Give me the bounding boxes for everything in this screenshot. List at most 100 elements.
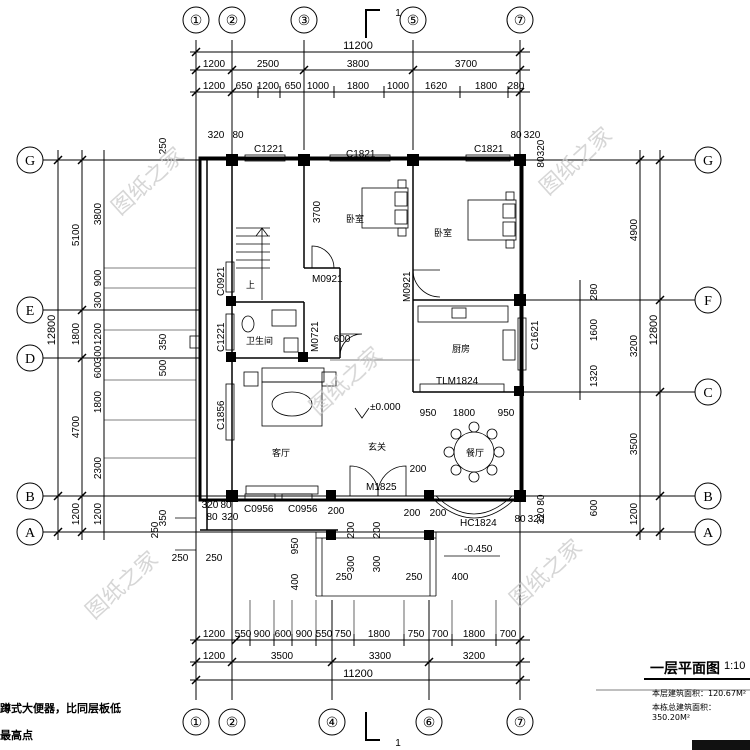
axis-bottom-2: ②: [226, 716, 239, 731]
dim-left-r3: 300: [93, 291, 104, 308]
window-label: C1821: [346, 149, 376, 160]
dim-misc: 320: [202, 500, 219, 511]
dim-right-r3: 1600: [589, 318, 600, 341]
dim-misc: 320: [222, 512, 239, 523]
dim-right-r2: 4900: [629, 218, 640, 241]
dim-left-r3: 1200: [93, 322, 104, 345]
dim-corner: 320: [524, 130, 541, 141]
dim-misc: 80: [220, 500, 232, 511]
dim-bottom-r1: 550: [316, 629, 333, 640]
dim-left-extra: 250: [158, 137, 169, 154]
dim-left-r3: 900: [93, 269, 104, 286]
dim-misc: 1800: [453, 408, 476, 419]
dim-bottom-r1: 1800: [463, 629, 486, 640]
dim-misc: 80: [514, 514, 526, 525]
dim-right-r3: 280: [589, 283, 600, 300]
dim-top-r3: 1200: [257, 81, 280, 92]
dim-misc: 200: [404, 508, 421, 519]
dim-right-extra: 320: [536, 507, 547, 524]
level-outside: -0.450: [464, 544, 493, 555]
dim-bottom-r1: 750: [408, 629, 425, 640]
dim-misc: 200: [410, 464, 427, 475]
dim-bottom-r1: 1800: [368, 629, 391, 640]
door-label: M0921: [312, 274, 343, 285]
dim-bottom-r1: 900: [254, 629, 271, 640]
dim-left-r2: 1800: [71, 322, 82, 345]
dim-misc: 950: [498, 408, 515, 419]
dim-right-r2: 3500: [629, 432, 640, 455]
axis-right-g: G: [703, 154, 713, 169]
dim-bottom-r2: 3300: [369, 651, 392, 662]
dim-bottom-r1: 700: [432, 629, 449, 640]
dim-left-extra: 250: [172, 553, 189, 564]
dim-bottom-r1: 550: [235, 629, 252, 640]
room-foyer: 玄关: [368, 441, 386, 453]
window-label: C0956: [288, 504, 318, 515]
axis-bottom-1: ①: [190, 716, 203, 731]
dim-top-r3: 1000: [307, 81, 330, 92]
floor-area: 本层建筑面积：120.67M²: [652, 689, 747, 698]
dim-left-extra: 500: [158, 359, 169, 376]
dim-left-r3: 3800: [93, 202, 104, 225]
watermark-text: 图纸之家: [81, 547, 163, 624]
dim-right-r3: 600: [589, 499, 600, 516]
dim-misc: 320: [528, 514, 545, 525]
dim-right-r3: 1320: [589, 364, 600, 387]
dim-bottom-total: 11200: [343, 668, 373, 680]
dim-misc: 200: [346, 521, 357, 538]
dim-top-r3: 1200: [203, 81, 226, 92]
dim-right-extra: 80: [536, 494, 547, 506]
axis-left-a: A: [25, 526, 36, 541]
window-label: C1621: [530, 320, 541, 350]
axis-left-e: E: [26, 304, 35, 319]
title-block: 一层平面图 1:10 本层建筑面积：120.67M² 本栋总建筑面积：350.2…: [620, 650, 750, 722]
axis-top-2: ②: [226, 14, 239, 29]
dim-misc: 400: [290, 573, 301, 590]
dim-right-total: 12800: [648, 315, 660, 346]
room-kitchen: 厨房: [452, 343, 470, 355]
watermark-text: 图纸之家: [505, 535, 587, 612]
title-underline: [644, 678, 750, 680]
door-label: M1825: [366, 482, 397, 493]
dim-bottom-r1: 1200: [203, 629, 226, 640]
axis-top-3: ③: [298, 14, 311, 29]
dim-top-r2: 1200: [203, 59, 226, 70]
room-bedroom-2: 卧室: [434, 227, 452, 239]
dim-left-extra: 350: [158, 333, 169, 350]
axis-bottom-4: ④: [326, 716, 339, 731]
dim-misc: 200: [372, 521, 383, 538]
drawing-title: 一层平面图: [650, 661, 720, 677]
axis-right-b: B: [703, 490, 712, 505]
dim-top-r2: 2500: [257, 59, 280, 70]
axis-left-g: G: [25, 154, 35, 169]
dim-bottom-r1: 900: [296, 629, 313, 640]
dim-top-r3: 1800: [347, 81, 370, 92]
plumbing-note-line2: 最高点: [0, 729, 33, 742]
axis-right-f: F: [704, 294, 712, 309]
window-label: C1221: [216, 322, 227, 352]
dim-misc: 950: [290, 537, 301, 554]
room-stair-up: 上: [246, 280, 255, 291]
dim-left-extra: 250: [150, 521, 161, 538]
window-label: C1821: [474, 144, 504, 155]
door-label: M0921: [402, 271, 413, 302]
dim-misc: 300: [346, 555, 357, 572]
dim-left-r2: 5100: [71, 223, 82, 246]
dim-top-r3: 650: [285, 81, 302, 92]
door-label: M0721: [310, 321, 321, 352]
watermark-text: 图纸之家: [107, 143, 189, 220]
dim-bottom-r2: 3200: [463, 651, 486, 662]
dim-left-extra: 250: [206, 553, 223, 564]
dim-right-extra: 320: [536, 139, 547, 156]
axis-bottom-6: ⑥: [423, 716, 436, 731]
door-label: TLM1824: [436, 376, 479, 387]
dim-misc: 3700: [312, 200, 323, 223]
dim-top-r3: 280: [508, 81, 525, 92]
section-mark-top: 1: [395, 8, 401, 19]
dim-left-extra: 350: [158, 509, 169, 526]
dim-left-total: 12800: [46, 315, 58, 346]
dim-top-total: 11200: [343, 40, 373, 52]
room-bedroom-1: 卧室: [346, 213, 364, 225]
level-floor: ±0.000: [370, 402, 401, 413]
dim-misc: 200: [328, 506, 345, 517]
